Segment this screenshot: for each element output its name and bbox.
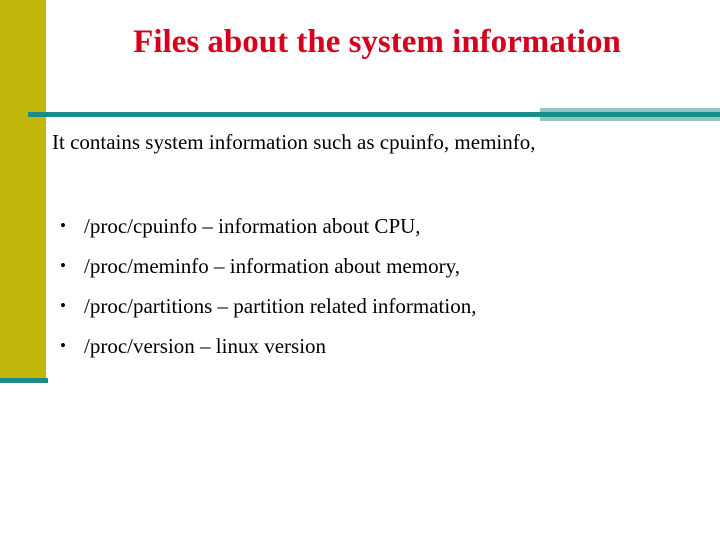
divider-teal-line <box>28 112 720 117</box>
list-item: • /proc/partitions – partition related i… <box>52 286 712 326</box>
list-item-label: /proc/meminfo – information about memory… <box>84 254 460 278</box>
list-item: • /proc/version – linux version <box>52 326 712 366</box>
left-teal-accent-bar <box>0 378 48 383</box>
intro-paragraph: It contains system information such as c… <box>52 130 536 154</box>
bullet-point-icon: • <box>60 296 66 315</box>
slide-title: Files about the system information <box>133 24 621 60</box>
list-item: • /proc/cpuinfo – information about CPU, <box>52 206 712 246</box>
list-item: • /proc/meminfo – information about memo… <box>52 246 712 286</box>
list-item-label: /proc/cpuinfo – information about CPU, <box>84 214 421 238</box>
bullet-point-icon: • <box>60 256 66 275</box>
bullet-point-icon: • <box>60 216 66 235</box>
proc-files-list: • /proc/cpuinfo – information about CPU,… <box>52 206 712 366</box>
bullet-point-icon: • <box>60 336 66 355</box>
list-item-label: /proc/version – linux version <box>84 334 327 358</box>
list-item-label: /proc/partitions – partition related inf… <box>84 294 477 318</box>
left-decorative-band <box>0 0 46 378</box>
title-divider <box>0 104 720 126</box>
